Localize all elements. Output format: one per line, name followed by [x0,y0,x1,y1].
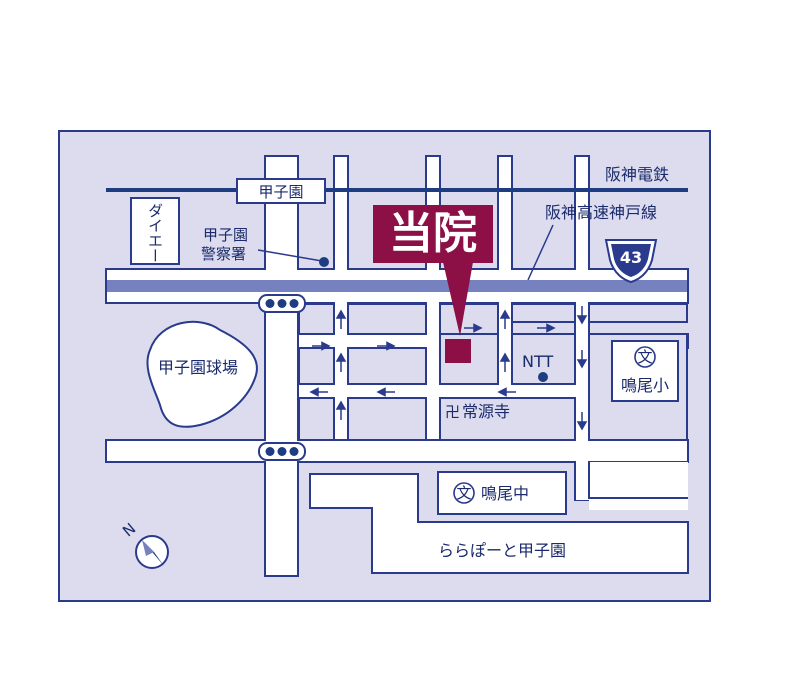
elementary-school-label: 鳴尾小 [621,376,669,395]
school-icon: 文 [453,482,475,504]
block [511,303,576,323]
block [347,347,427,385]
route-number: 43 [620,248,642,267]
one-way-arrow-icon [576,350,588,369]
temple-icon: 卍 [445,403,460,421]
koshien-stadium [146,320,258,428]
svg-text:文: 文 [456,484,471,502]
one-way-arrow-icon [464,323,483,333]
one-way-arrow-icon [376,387,395,397]
one-way-arrow-icon [309,387,328,397]
mall-label: ららぽーと甲子園 [438,541,566,560]
one-way-arrow-icon [335,309,347,329]
police-label-line1: 甲子園 [203,226,248,244]
daiei-label: ダイエー [146,203,164,263]
marker-dot-icon [319,257,329,267]
one-way-arrow-icon [335,352,347,372]
police-leader [257,249,323,262]
compass-icon: N [119,519,169,569]
clinic-location [445,339,471,363]
one-way-arrow-icon [497,387,516,397]
clinic-callout-box [373,205,493,263]
daiei-building [130,197,180,265]
one-way-arrow-icon [335,400,347,420]
clinic-callout-pointer [443,262,473,336]
mall-road [309,473,689,574]
station-box [236,178,326,204]
ntt-label: NTT [522,352,553,371]
traffic-light-icon [258,294,306,313]
expressway [107,280,687,292]
block [439,397,576,441]
block [298,397,335,441]
block [439,303,499,335]
temple-label: 常源寺 [462,402,510,421]
one-way-arrow-icon [499,309,511,329]
stadium-label: 甲子園球場 [158,358,238,377]
expressway-leader [527,224,554,281]
block [347,397,427,441]
one-way-arrow-icon [537,323,556,333]
junior-high-label: 鳴尾中 [481,484,529,503]
traffic-light-icon [258,442,306,461]
marker-dot-icon [538,372,548,382]
block [588,303,688,323]
block [347,303,427,335]
expressway-label: 阪神高速神戸線 [545,203,657,222]
one-way-arrow-icon [312,341,331,351]
right-lower-road [576,462,688,510]
school-icon: 文 [634,346,656,368]
block [298,347,335,385]
police-label-line2: 警察署 [201,245,246,263]
one-way-arrow-icon [576,412,588,431]
one-way-arrows [309,306,588,431]
one-way-arrow-icon [576,306,588,325]
svg-text:文: 文 [637,348,652,366]
station-label: 甲子園 [258,183,303,201]
route-shield-icon: 43 [604,239,658,284]
one-way-arrow-icon [377,341,396,351]
one-way-arrow-icon [499,352,511,372]
block [298,303,335,335]
railway-label: 阪神電鉄 [605,165,669,184]
clinic-callout-label: 当院 [389,208,477,259]
